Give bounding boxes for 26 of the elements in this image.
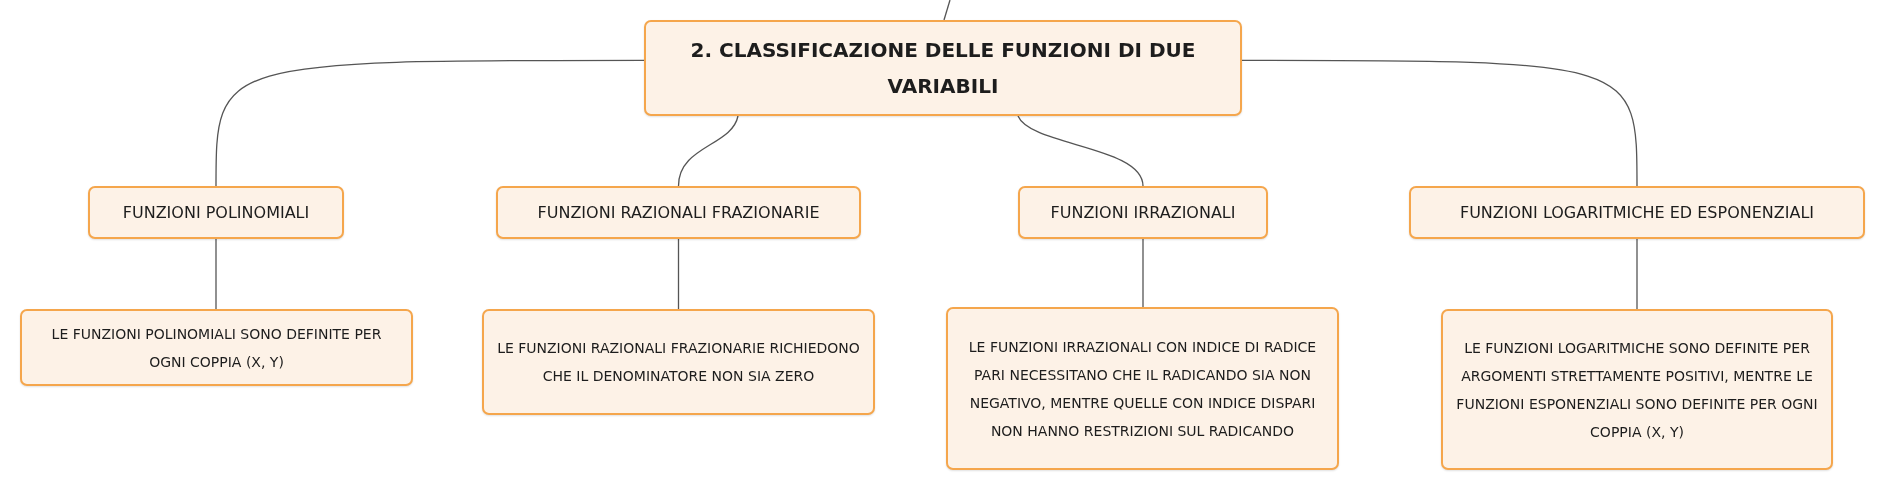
note-box [482,309,875,415]
node-text: LE FUNZIONI POLINOMIALI SONO DEFINITE PER OGNI COPPIA (X, Y) [50,324,383,372]
connector-line [677,115,739,187]
node-text: LE FUNZIONI LOGARITMICHE SONO DEFINITE PER ARGOMENTI STRETTAMENTE POSITIVI, MENTRE LE FUNZIONI ESPONENZIALI SONO DEFINITE PER OGNI COPPIA (X, Y) [1455,338,1819,442]
note-box [20,309,413,386]
node-text: 2. CLASSIFICAZIONE DELLE FUNZIONI DI DUE VARIABILI [689,37,1197,100]
note-box [946,307,1339,470]
node-text: FUNZIONI IRRAZIONALI [1050,203,1236,222]
topic-box [1018,186,1268,239]
connector-line [215,238,217,310]
topic-box [644,20,1242,116]
node-text: LE FUNZIONI IRRAZIONALI CON INDICE DI RADICE PARI NECESSITANO CHE IL RADICANDO SIA NON NEGATIVO, MENTRE QUELLE CON INDICE DISPARI NON HANNO RESTRIZIONI SUL RADICANDO [967,337,1318,441]
topic-box [496,186,861,239]
connector-line [1017,115,1144,187]
node-text: FUNZIONI POLINOMIALI [122,203,310,222]
node-text: FUNZIONI LOGARITMICHE ED ESPONENZIALI [1459,203,1815,222]
topic-box [88,186,344,239]
connector-line [215,59,645,187]
connector-line [1142,238,1144,308]
node-text: LE FUNZIONI RAZIONALI FRAZIONARIE RICHIEDONO CHE IL DENOMINATORE NON SIA ZERO [496,339,861,386]
connector-line [1636,238,1638,310]
connector-line [943,0,951,21]
connector-line [677,238,680,310]
topic-box [1409,186,1865,239]
node-text: FUNZIONI RAZIONALI FRAZIONARIE [537,203,820,222]
note-box [1441,309,1833,470]
